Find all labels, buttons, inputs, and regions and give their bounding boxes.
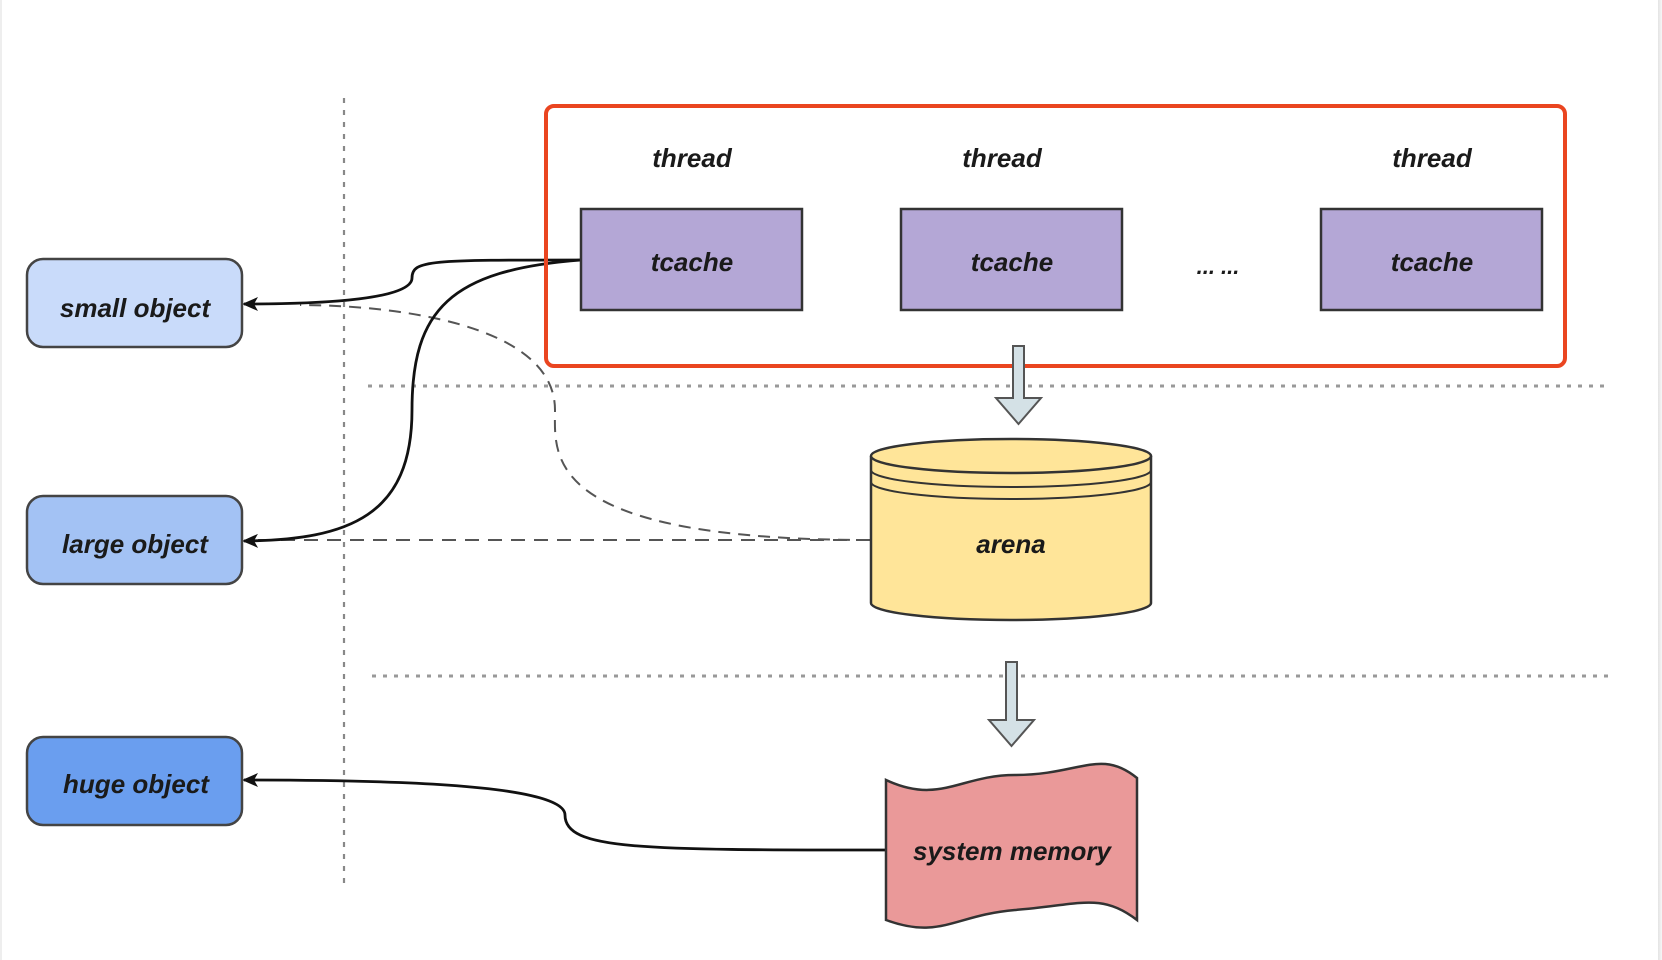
thread-cache-highlight-box bbox=[544, 104, 1567, 368]
left-frame-edge bbox=[0, 0, 2, 960]
thread-label-3: thread bbox=[1392, 143, 1473, 173]
tcache-label-1: tcache bbox=[651, 247, 733, 277]
huge-object-box: huge object bbox=[25, 735, 244, 827]
small-object-label: small object bbox=[60, 293, 212, 323]
tcache-to-small-link bbox=[242, 258, 582, 311]
right-frame-edge bbox=[1658, 0, 1662, 960]
arena-to-small-dashed-link bbox=[299, 304, 871, 541]
small-object-box: small object bbox=[25, 257, 244, 349]
tcache-box-3: tcache bbox=[1319, 207, 1544, 312]
large-object-box: large object bbox=[25, 494, 244, 586]
tcache-to-large-link bbox=[242, 258, 582, 548]
arena-cylinder: arena bbox=[869, 437, 1153, 622]
tcache-box-2: tcache bbox=[899, 207, 1124, 312]
tcache-to-arena-arrow bbox=[993, 345, 1044, 426]
arena-label: arena bbox=[976, 529, 1045, 559]
huge-object-label: huge object bbox=[63, 769, 210, 799]
system-memory-label: system memory bbox=[913, 836, 1113, 866]
tcache-label-3: tcache bbox=[1391, 247, 1473, 277]
system-memory-to-huge-link bbox=[242, 773, 887, 852]
tcache-box-1: tcache bbox=[579, 207, 804, 312]
thread-ellipsis: ... ... bbox=[1197, 254, 1240, 279]
thread-label-1: thread bbox=[652, 143, 733, 173]
system-memory-shape: system memory bbox=[884, 762, 1139, 929]
large-object-label: large object bbox=[62, 529, 209, 559]
tcache-label-2: tcache bbox=[971, 247, 1053, 277]
arena-to-system-memory-arrow bbox=[986, 661, 1037, 748]
thread-label-2: thread bbox=[962, 143, 1043, 173]
